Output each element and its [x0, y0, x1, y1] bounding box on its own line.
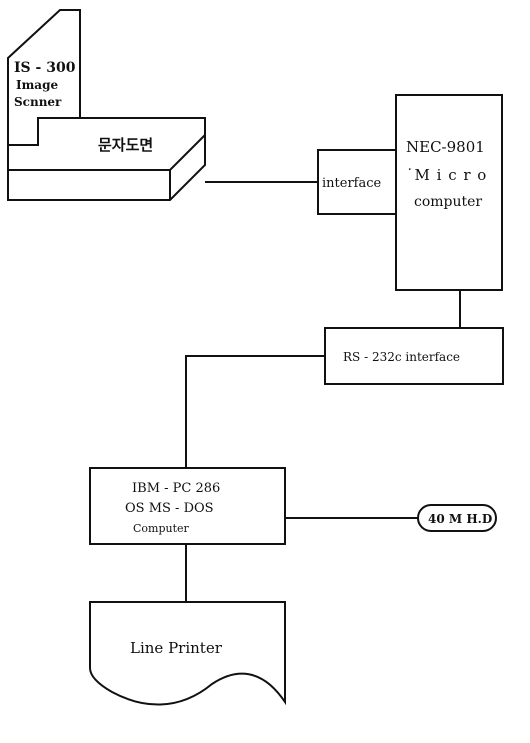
interface-label: interface [322, 176, 382, 191]
rs232-interface-box: RS - 232c interface [324, 327, 504, 385]
scanner-document-label: 문자도면 [98, 136, 153, 154]
scanner-model: IS - 300 [14, 60, 76, 76]
hard-disk-label: 40 M H.D [428, 512, 492, 526]
connector-rs232-ibm [185, 355, 325, 468]
printer-label: Line Printer [130, 639, 223, 657]
ibm-pc-box: IBM - PC 286 OS MS - DOS Computer [89, 467, 286, 545]
scanner-base [7, 117, 206, 201]
ibm-computer: Computer [133, 522, 190, 535]
image-scanner: IS - 300 Image Scnner 문자도면 [7, 9, 206, 201]
nec-computer: computer [414, 194, 482, 210]
ibm-os: OS MS - DOS [125, 501, 214, 516]
line-printer: Line Printer [89, 601, 286, 706]
scanner-line-scnner: Scnner [14, 95, 62, 109]
scanner-line-image: Image [16, 78, 58, 92]
nec-microcomputer-box: NEC-9801 ˙M i c r o computer [395, 94, 503, 291]
interface-box: interface [317, 149, 397, 215]
scanner-base-bevel [8, 134, 206, 200]
hard-disk: 40 M H.D [417, 504, 497, 532]
rs232-label: RS - 232c interface [343, 350, 460, 364]
nec-micro: ˙M i c r o [406, 166, 487, 184]
nec-model: NEC-9801 [406, 138, 485, 156]
ibm-model: IBM - PC 286 [132, 481, 220, 496]
